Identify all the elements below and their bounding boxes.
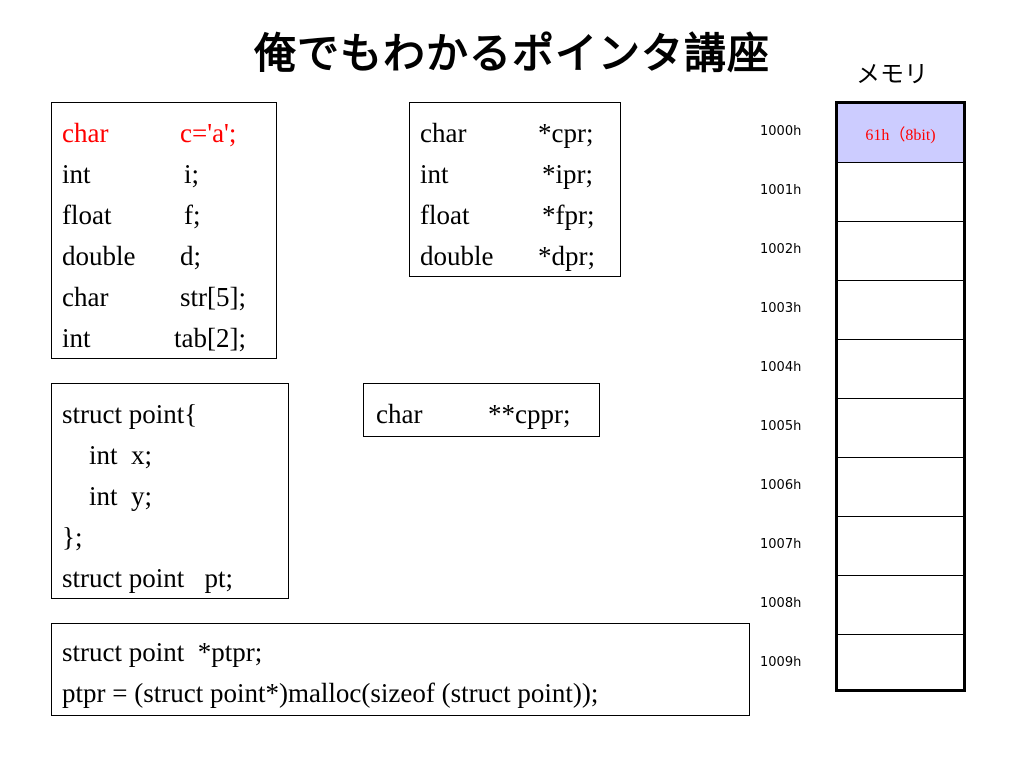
memory-cell	[838, 635, 963, 689]
page-title: 俺でもわかるポインタ講座	[253, 29, 770, 78]
var-type: double	[62, 241, 136, 271]
memory-label: メモリ	[856, 60, 928, 88]
ptr-line-float: float *fpr;	[420, 195, 620, 236]
var-name: i;	[184, 159, 200, 189]
struct-line: struct point pt;	[62, 563, 233, 593]
struct-line: int y;	[62, 481, 153, 511]
memory-cell	[838, 458, 963, 517]
var-line-float: float f;	[62, 195, 276, 236]
memory-address: 1009h	[760, 655, 802, 670]
ptr-name: *dpr;	[538, 241, 595, 271]
malloc-box: struct point *ptpr; ptpr = (struct point…	[51, 623, 750, 716]
ptr-type: float	[420, 200, 470, 230]
var-type: int	[62, 159, 91, 189]
memory-cell	[838, 576, 963, 635]
struct-line: struct point{	[62, 399, 198, 429]
memory-cell	[838, 222, 963, 281]
memory-address: 1004h	[760, 360, 802, 375]
variable-declarations-box: char c='a'; int i; float f; double d; char st…	[51, 102, 277, 359]
ptr-line-char: char *cpr;	[420, 113, 620, 154]
var-type: char	[62, 282, 109, 312]
memory-cell	[838, 163, 963, 222]
var-name: str[5];	[180, 282, 246, 312]
memory-cell	[838, 517, 963, 576]
var-line-tab: int tab[2];	[62, 318, 276, 359]
var-type: int	[62, 323, 91, 353]
memory-cell	[838, 281, 963, 340]
ptr-line-double: double *dpr;	[420, 236, 620, 277]
memory-address: 1008h	[760, 596, 802, 611]
var-name: d;	[180, 241, 202, 271]
ptr-type: double	[420, 241, 494, 271]
malloc-line: ptpr = (struct point*)malloc(sizeof (str…	[62, 678, 599, 708]
var-type: char	[62, 118, 109, 148]
ptr-name: *ipr;	[542, 159, 593, 189]
memory-address: 1005h	[760, 419, 802, 434]
var-line-str: char str[5];	[62, 277, 276, 318]
malloc-line: struct point *ptpr;	[62, 637, 263, 667]
ptr-name: *cpr;	[538, 118, 594, 148]
memory-address: 1003h	[760, 301, 802, 316]
memory-cell	[838, 399, 963, 458]
memory-table: 61h（8bit)	[835, 101, 966, 692]
var-line-double: double d;	[62, 236, 276, 277]
var-type: float	[62, 200, 112, 230]
dptr-name: **cppr;	[488, 399, 571, 429]
dptr-line: char **cppr;	[376, 394, 599, 435]
memory-address: 1006h	[760, 478, 802, 493]
pointer-declarations-box: char *cpr; int *ipr; float *fpr; double *dpr…	[409, 102, 621, 277]
double-pointer-box: char **cppr;	[363, 383, 600, 437]
ptr-line-int: int *ipr;	[420, 154, 620, 195]
var-name: c='a';	[180, 118, 237, 148]
dptr-type: char	[376, 399, 423, 429]
struct-line: int x;	[62, 440, 153, 470]
memory-address: 1007h	[760, 537, 802, 552]
memory-address: 1001h	[760, 183, 802, 198]
var-name: tab[2];	[174, 323, 246, 353]
struct-definition-box: struct point{ int x; int y; }; struct po…	[51, 383, 289, 599]
ptr-name: *fpr;	[542, 200, 595, 230]
struct-line: };	[62, 522, 83, 552]
var-line-char: char c='a';	[62, 113, 276, 154]
var-name: f;	[184, 200, 201, 230]
memory-address: 1000h	[760, 124, 802, 139]
var-line-int: int i;	[62, 154, 276, 195]
memory-cell-1000h: 61h（8bit)	[838, 104, 963, 163]
memory-address: 1002h	[760, 242, 802, 257]
ptr-type: int	[420, 159, 449, 189]
memory-cell	[838, 340, 963, 399]
ptr-type: char	[420, 118, 467, 148]
